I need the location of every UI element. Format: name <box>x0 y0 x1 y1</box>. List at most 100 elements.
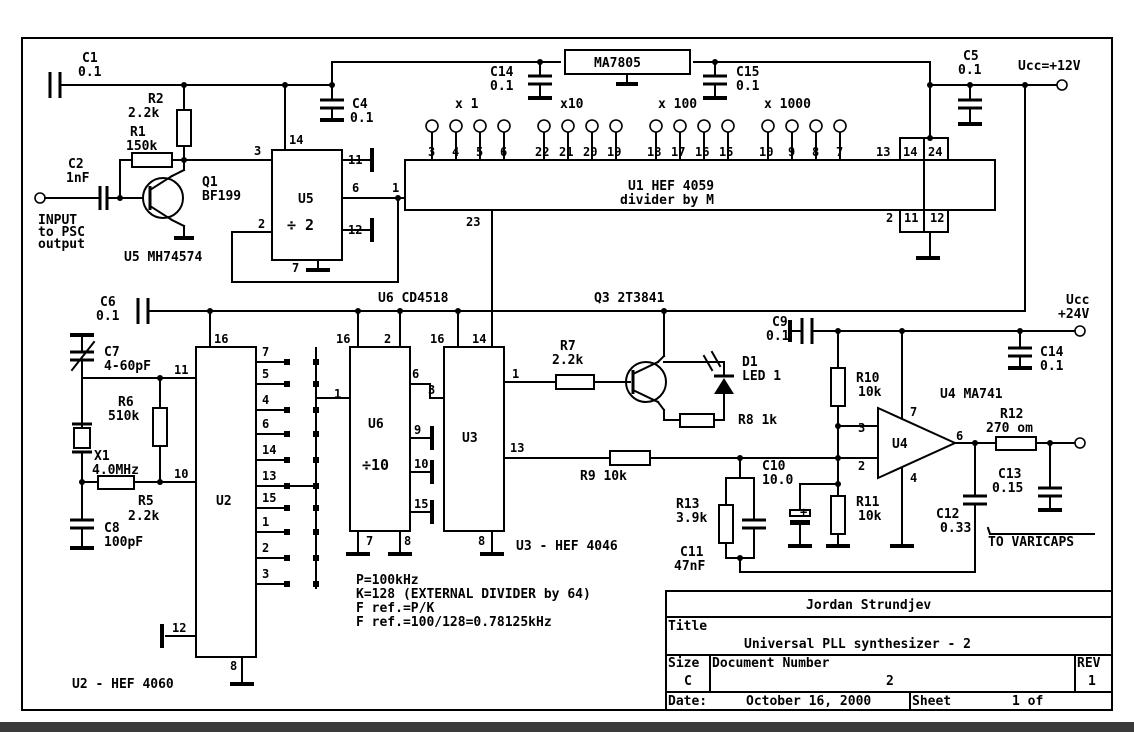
x1-name: X1 <box>94 449 110 464</box>
u5-pin3: 3 <box>254 144 261 158</box>
u2-output-pad <box>284 581 290 587</box>
r9-name: R9 10k <box>580 469 627 484</box>
c9-value: 0.1 <box>766 329 790 344</box>
u6-name: U6 <box>368 417 384 432</box>
r13-name: R13 <box>676 497 699 512</box>
c10-name: C10 <box>762 459 786 474</box>
u6-pin2: 2 <box>384 332 391 346</box>
u5-pin2: 2 <box>258 217 265 231</box>
u1-pin1: 1 <box>392 181 399 195</box>
r1-value: 150k <box>126 139 157 154</box>
u1-pin24: 24 <box>928 145 942 159</box>
r12-value: 270 om <box>986 421 1033 436</box>
frame <box>21 37 1113 711</box>
u3-pin13: 13 <box>510 441 524 455</box>
c10-value: 10.0 <box>762 473 793 488</box>
u2-pin16: 16 <box>214 332 228 346</box>
note-4: F ref.=100/128=0.78125kHz <box>356 615 552 630</box>
loop-filter: R9 10k R13 3.9k C11 47nF + C10 10.0 <box>503 450 976 574</box>
u4-pin4: 4 <box>910 471 917 485</box>
u1-pin-label: 6 <box>500 145 507 159</box>
u2-out-pin-label: 4 <box>262 393 269 407</box>
c1-name: C1 <box>82 51 98 66</box>
u3-pin1: 1 <box>512 367 519 381</box>
mult-x10: x10 <box>560 97 584 112</box>
jumper-pad <box>313 505 319 511</box>
u2-out-pin-label: 1 <box>262 515 269 529</box>
c12-name: C12 <box>936 507 959 522</box>
u2-output-pad <box>284 457 290 463</box>
u1-prog-pin-18 <box>649 119 663 133</box>
c5-name: C5 <box>963 49 979 64</box>
u6-pin7: 7 <box>366 534 373 548</box>
u6-pin6: 6 <box>412 367 419 381</box>
c13-value: 0.15 <box>992 481 1023 496</box>
middle-rail: C6 0.1 U6 CD4518 <box>96 82 1028 324</box>
u1-pin-label: 7 <box>836 145 843 159</box>
r7-name: R7 <box>560 339 576 354</box>
input-label-2: to PSC <box>38 225 85 240</box>
u1-pin-label: 18 <box>647 145 661 159</box>
u2-out-pin-label: 13 <box>262 469 276 483</box>
u1-pin11: 11 <box>904 211 918 225</box>
c10-plus: + <box>800 505 807 519</box>
u2-out-pin-label: 15 <box>262 491 276 505</box>
jumper-pad <box>313 457 319 463</box>
u2-output-pad <box>284 505 290 511</box>
c5-value: 0.1 <box>958 63 982 78</box>
u1-pin-label: 5 <box>476 145 483 159</box>
r8-name: R8 1k <box>738 413 777 428</box>
u1-prog-pin-10 <box>761 119 775 133</box>
u5-ic: U5 ÷ 2 3 14 11 6 2 12 7 <box>231 84 401 283</box>
u2-pin12: 12 <box>172 621 186 635</box>
jumper-pad <box>313 555 319 561</box>
r1-name: R1 <box>130 125 146 140</box>
c15-value: 0.1 <box>736 79 760 94</box>
c2-name: C2 <box>68 157 84 172</box>
u1-pin-label: 20 <box>583 145 597 159</box>
r13-value: 3.9k <box>676 511 707 526</box>
u2-pin8: 8 <box>230 659 237 673</box>
u2-output-pad <box>284 431 290 437</box>
u6-pin16: 16 <box>336 332 350 346</box>
u2-output-pad <box>284 407 290 413</box>
u2-output-pad <box>284 381 290 387</box>
q3-name: Q3 2T3841 <box>594 291 665 306</box>
input-label-3: output <box>38 237 85 252</box>
r5-name: R5 <box>138 494 154 509</box>
u1-prog-pin-19 <box>609 119 623 133</box>
tb-rev: 1 <box>1088 674 1096 689</box>
tb-sheet: 1 of <box>1012 694 1043 709</box>
r11-value: 10k <box>858 509 882 524</box>
u1-prog-pin-4 <box>449 119 463 133</box>
tb-title: Universal PLL synthesizer - 2 <box>744 637 971 652</box>
c1-capacitor: C1 0.1 <box>48 51 102 98</box>
r2-value: 2.2k <box>128 106 159 121</box>
c4-name: C4 <box>352 97 368 112</box>
c15-name: C15 <box>736 65 759 80</box>
c14b-name: C14 <box>1040 345 1064 360</box>
u1-prog-pin-3 <box>425 119 439 133</box>
u6-ic: U6 ÷10 16 2 1 6 9 10 15 7 8 <box>334 310 445 556</box>
u5-pin6: 6 <box>352 181 359 195</box>
tb-date: October 16, 2000 <box>746 694 871 709</box>
u2-pin11: 11 <box>174 363 188 377</box>
c13-name: C13 <box>998 467 1021 482</box>
u4-pin2: 2 <box>858 459 865 473</box>
u3-pin16: 16 <box>430 332 444 346</box>
r12-name: R12 <box>1000 407 1023 422</box>
c6-name: C6 <box>100 295 116 310</box>
note-2: K=128 (EXTERNAL DIVIDER by 64) <box>356 587 591 602</box>
u6-pin9: 9 <box>414 423 421 437</box>
c14b-value: 0.1 <box>1040 359 1064 374</box>
u5-pin7: 7 <box>292 261 299 275</box>
u2-pin10: 10 <box>174 467 188 481</box>
u1-pin14: 14 <box>903 145 917 159</box>
mult-x1: x 1 <box>455 97 479 112</box>
u3-pin14: 14 <box>472 332 486 346</box>
title-block: Jordan Strundjev Title Universal PLL syn… <box>665 590 1113 711</box>
